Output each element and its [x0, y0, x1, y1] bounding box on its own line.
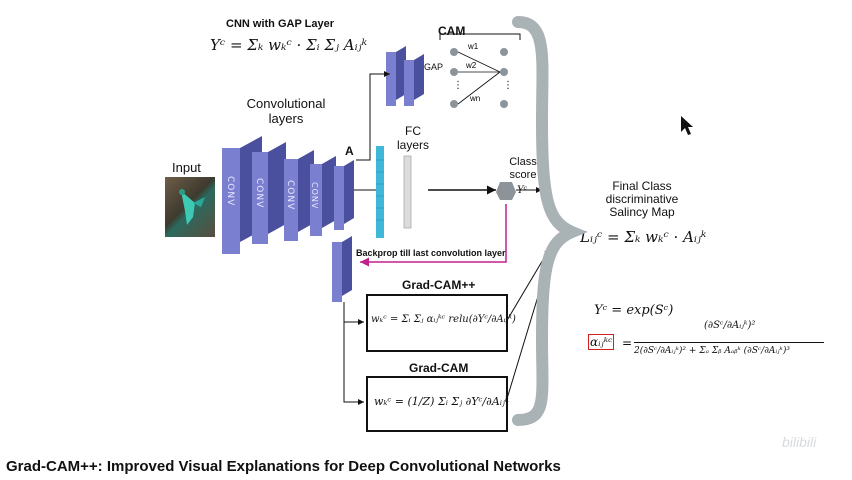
backprop-label: Backprop till last convolution layer: [356, 248, 506, 258]
gradcam-formula-box: wₖᶜ = (1/Z) Σᵢ Σⱼ ∂Yᶜ/∂Aᵢⱼᵏ: [366, 376, 509, 432]
cam-network: ⋮ ⋮: [439, 33, 521, 108]
alpha-equals: =: [622, 336, 633, 350]
cnn-gap-formula: Yᶜ = Σₖ wₖᶜ · Σᵢ Σⱼ Aᵢⱼᵏ: [210, 36, 368, 54]
gradcam-formula: wₖᶜ = (1/Z) Σᵢ Σⱼ ∂Yᶜ/∂Aᵢⱼᵏ: [374, 395, 509, 408]
gradcam-title: Grad-CAM: [409, 361, 469, 375]
gap-label: GAP: [424, 62, 444, 72]
paper-title: Grad-CAM++: Improved Visual Explanations…: [6, 458, 561, 475]
alpha-denominator: 2(∂Sᶜ/∂Aᵢⱼᵏ)² + Σₐ Σᵦ Aₐᵦᵏ (∂Sᶜ/∂Aᵢⱼᵏ)³: [634, 346, 790, 356]
final-map-formula: Lᵢⱼᶜ = Σₖ wₖᶜ · Aᵢⱼᵏ: [580, 228, 707, 246]
cam-conv-block-2: [404, 54, 424, 106]
fc-layer-cyan: [376, 146, 384, 238]
conv-block-2-label: CONV: [254, 178, 264, 209]
input-label: Input: [172, 160, 201, 175]
conv-block-3-label: CONV: [285, 180, 295, 211]
conv-block-4-label: CONV: [310, 182, 319, 210]
a-label: A: [345, 144, 354, 158]
class-score-label: Class score: [509, 156, 537, 181]
conv-layers-label: Convolutional layers: [246, 96, 326, 126]
backprop-arrow: [360, 204, 507, 267]
alpha-lhs: αᵢⱼᵏᶜ: [588, 334, 615, 350]
grad-to-gradcam-arrow: [343, 302, 364, 405]
input-image: [165, 177, 215, 237]
gradcampp-formula-box: wₖᶜ = Σᵢ Σⱼ αᵢⱼᵏᶜ relu(∂Yᶜ/∂Aᵢⱼᵏ): [366, 294, 516, 352]
grad-to-gradcampp-arrow: [343, 302, 364, 325]
gradcampp-formula: wₖᶜ = Σᵢ Σⱼ αᵢⱼᵏᶜ relu(∂Yᶜ/∂Aᵢⱼᵏ): [371, 314, 516, 325]
weight-w1: w1: [467, 42, 479, 51]
weight-wn: wn: [469, 94, 480, 103]
a-to-cam-arrow: [356, 71, 390, 161]
alpha-fraction-line: [634, 342, 824, 343]
svg-text:⋮: ⋮: [503, 80, 513, 91]
conv-block-5: [334, 160, 354, 230]
alpha-numerator: (∂Sᶜ/∂Aᵢⱼᵏ)²: [704, 320, 756, 331]
conv-block-4: CONV: [310, 156, 336, 236]
cnn-gap-title: CNN with GAP Layer: [226, 18, 334, 30]
conv-block-2: CONV: [252, 142, 286, 246]
combine-brace: [512, 16, 588, 426]
conv-block-1-label: CONV: [225, 176, 235, 207]
weight-w2: w2: [465, 61, 477, 70]
exp-formula: Yᶜ = exp(Sᶜ): [594, 303, 674, 318]
gradcampp-title: Grad-CAM++: [402, 278, 476, 292]
hummingbird-icon: [179, 189, 205, 225]
mouse-cursor-icon: [681, 116, 693, 135]
final-map-label: Final Class discriminative Salincy Map: [605, 179, 679, 219]
fc-layer-gray: [403, 155, 412, 229]
class-score-node: [496, 182, 516, 200]
svg-text:⋮: ⋮: [453, 80, 463, 91]
alpha-formula: αᵢⱼᵏᶜ = (∂Sᶜ/∂Aᵢⱼᵏ)² 2(∂Sᶜ/∂Aᵢⱼᵏ)² + Σₐ …: [588, 320, 828, 366]
conv-block-grad: [332, 236, 352, 302]
fc-layer-cyan-lines: [376, 159, 384, 221]
watermark: bilibili: [782, 434, 817, 450]
cam-conv-block-1: [386, 46, 406, 106]
fc-layers-label: FC layers: [396, 124, 429, 152]
